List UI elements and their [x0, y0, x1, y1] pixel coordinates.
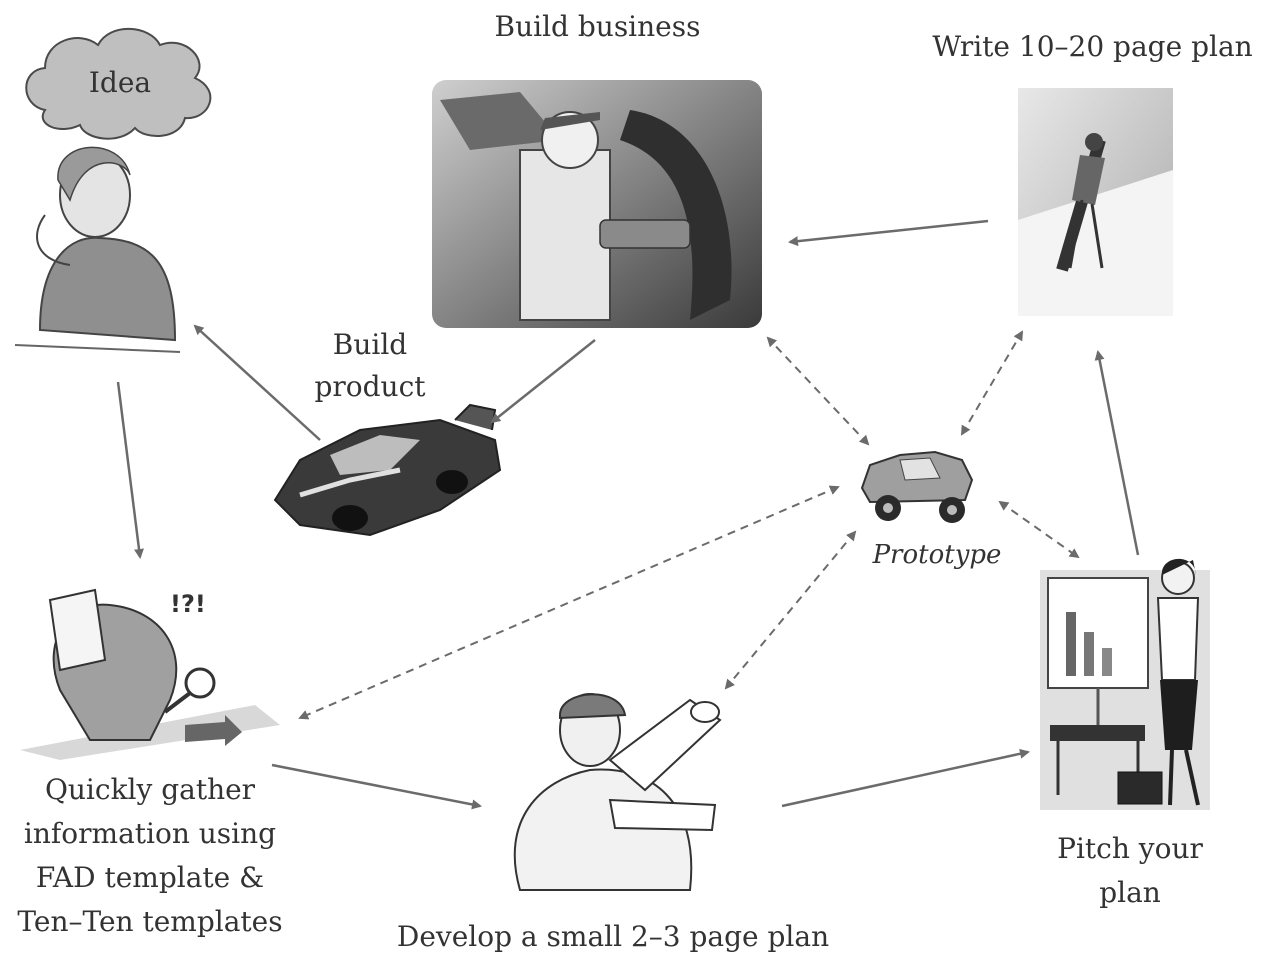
- edge-prototype-to-build-business: [766, 336, 870, 446]
- gather-line2: information using: [23, 817, 277, 850]
- edge-write-plan-to-build-business: [788, 219, 989, 247]
- idea-cloud-text: Idea: [89, 66, 151, 99]
- pitch-line2: plan: [1099, 876, 1161, 909]
- edge-small-plan-to-pitch: [781, 748, 1030, 808]
- pitch-line1: Pitch your: [1057, 832, 1203, 865]
- edge-prototype-to-write-plan: [960, 330, 1024, 436]
- build-product-line1: Build: [332, 328, 408, 361]
- write-plan-illustration: [1018, 88, 1173, 316]
- build-product-line2: product: [314, 370, 426, 403]
- edge-prototype-to-small-plan: [724, 530, 857, 690]
- edge-idea-to-gather: [116, 381, 144, 559]
- edge-build-product-to-idea: [193, 324, 321, 441]
- edges-layer: [116, 219, 1140, 810]
- gather-label: Quickly gather information using FAD tem…: [0, 768, 300, 944]
- small-plan-label: Develop a small 2–3 page plan: [396, 920, 830, 953]
- gather-line1: Quickly gather: [44, 773, 256, 806]
- idea-cloud: Idea: [25, 27, 212, 140]
- architect-woman-illustration: [513, 693, 722, 891]
- edge-pitch-to-write-plan: [1094, 350, 1140, 556]
- build-business-label: Build business: [494, 10, 701, 43]
- gather-info-illustration: !?!: [20, 588, 280, 760]
- pitch-label: Pitch your plan: [1040, 827, 1220, 915]
- thinking-woman-illustration: [14, 146, 181, 353]
- svg-text:!?!: !?!: [170, 590, 206, 618]
- edge-gather-to-small-plan: [271, 763, 482, 810]
- write-plan-label: Write 10–20 page plan: [932, 30, 1253, 63]
- prototype-label: Prototype: [872, 540, 1002, 570]
- build-product-label: Build product: [295, 324, 445, 408]
- pitch-plan-illustration: [1040, 558, 1210, 810]
- gather-line3: FAD template &: [35, 861, 265, 894]
- prototype-car-illustration: [860, 450, 974, 523]
- edge-build-business-to-build-product: [490, 339, 596, 424]
- edge-prototype-to-pitch: [998, 500, 1080, 559]
- build-business-illustration: [432, 80, 762, 328]
- race-car-illustration: [273, 403, 502, 537]
- gather-line4: Ten–Ten templates: [17, 905, 283, 938]
